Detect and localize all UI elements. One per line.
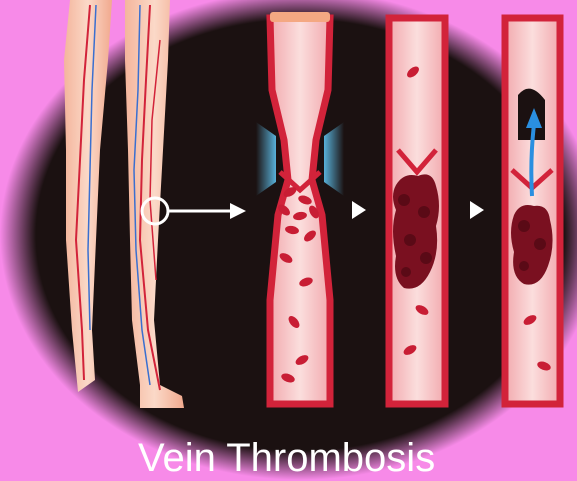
diagram-caption: Vein Thrombosis — [138, 436, 478, 481]
